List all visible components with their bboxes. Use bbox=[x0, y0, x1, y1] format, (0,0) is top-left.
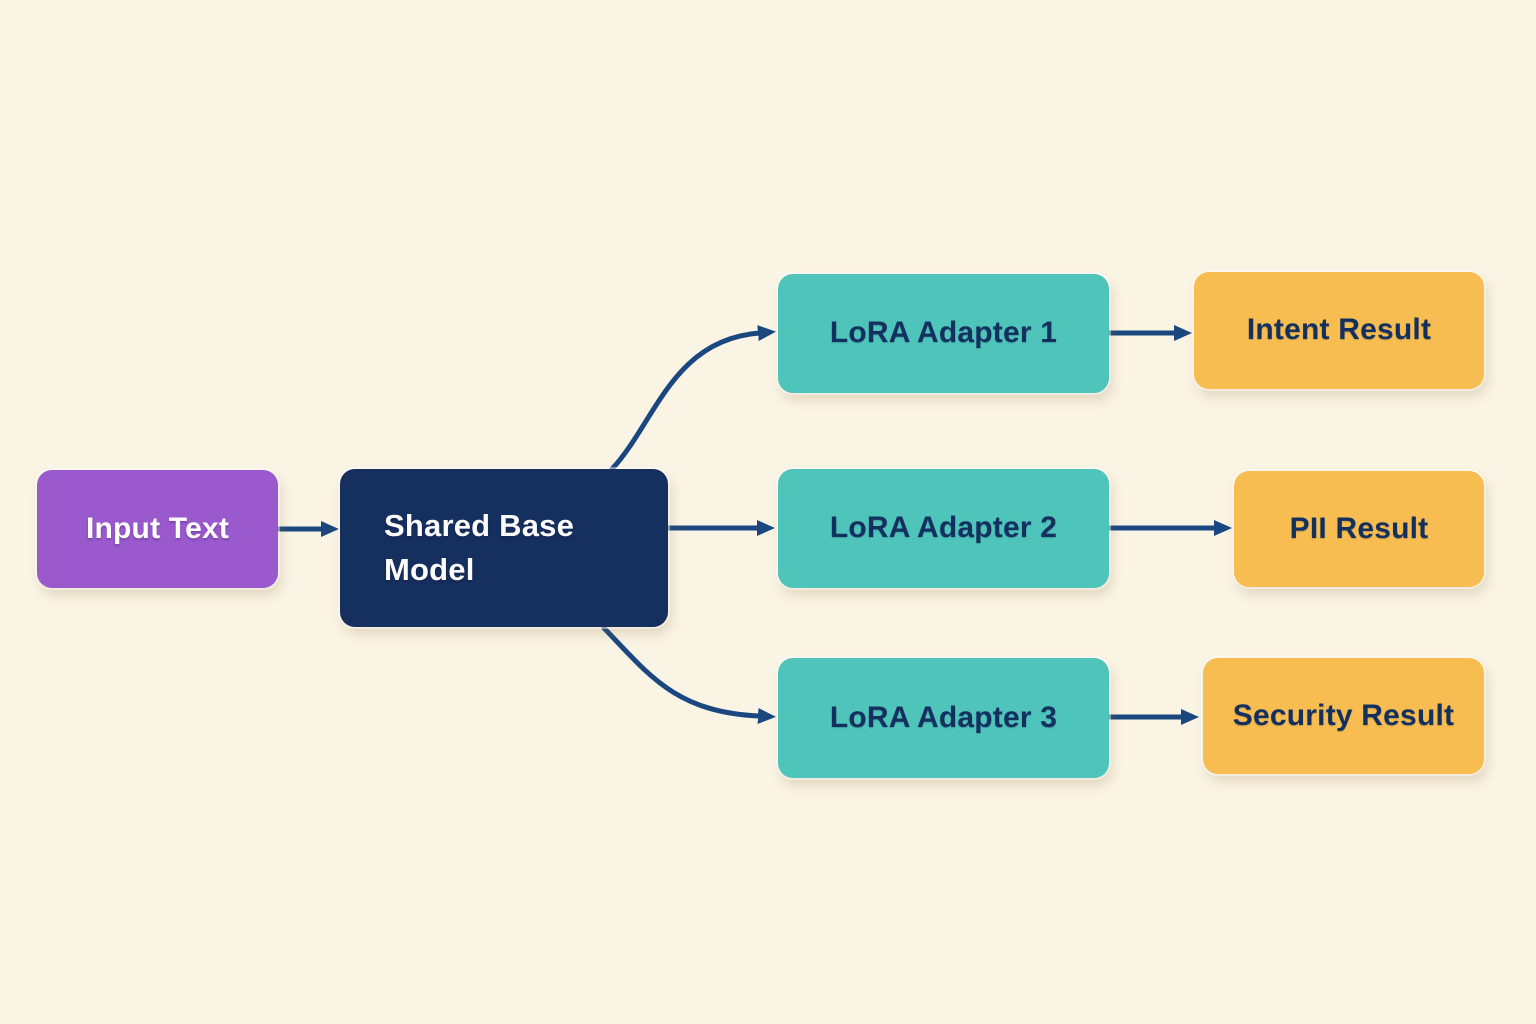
node-intent-result: Intent Result bbox=[1194, 272, 1484, 389]
node-intent-result-label: Intent Result bbox=[1246, 313, 1432, 347]
node-input-text: Input Text bbox=[37, 470, 278, 588]
node-pii-result: PII Result bbox=[1234, 471, 1484, 587]
node-lora-adapter-2-label: LoRA Adapter 2 bbox=[829, 511, 1058, 545]
node-lora-adapter-2: LoRA Adapter 2 bbox=[778, 469, 1109, 588]
node-shared-base-model: Shared Base Model bbox=[340, 469, 668, 627]
edge-base-to-adapter3 bbox=[601, 625, 776, 724]
node-lora-adapter-3: LoRA Adapter 3 bbox=[778, 658, 1109, 778]
node-security-result-label: Security Result bbox=[1232, 698, 1455, 732]
node-shared-base-model-label: Shared Base Model bbox=[384, 507, 575, 587]
node-lora-adapter-3-label: LoRA Adapter 3 bbox=[829, 700, 1058, 734]
node-input-text-label: Input Text bbox=[85, 511, 230, 545]
node-security-result: Security Result bbox=[1203, 658, 1484, 774]
node-pii-result-label: PII Result bbox=[1289, 511, 1429, 545]
node-lora-adapter-1-label: LoRA Adapter 1 bbox=[829, 316, 1058, 350]
edge-base-to-adapter1 bbox=[609, 325, 776, 472]
node-lora-adapter-1: LoRA Adapter 1 bbox=[778, 274, 1109, 393]
